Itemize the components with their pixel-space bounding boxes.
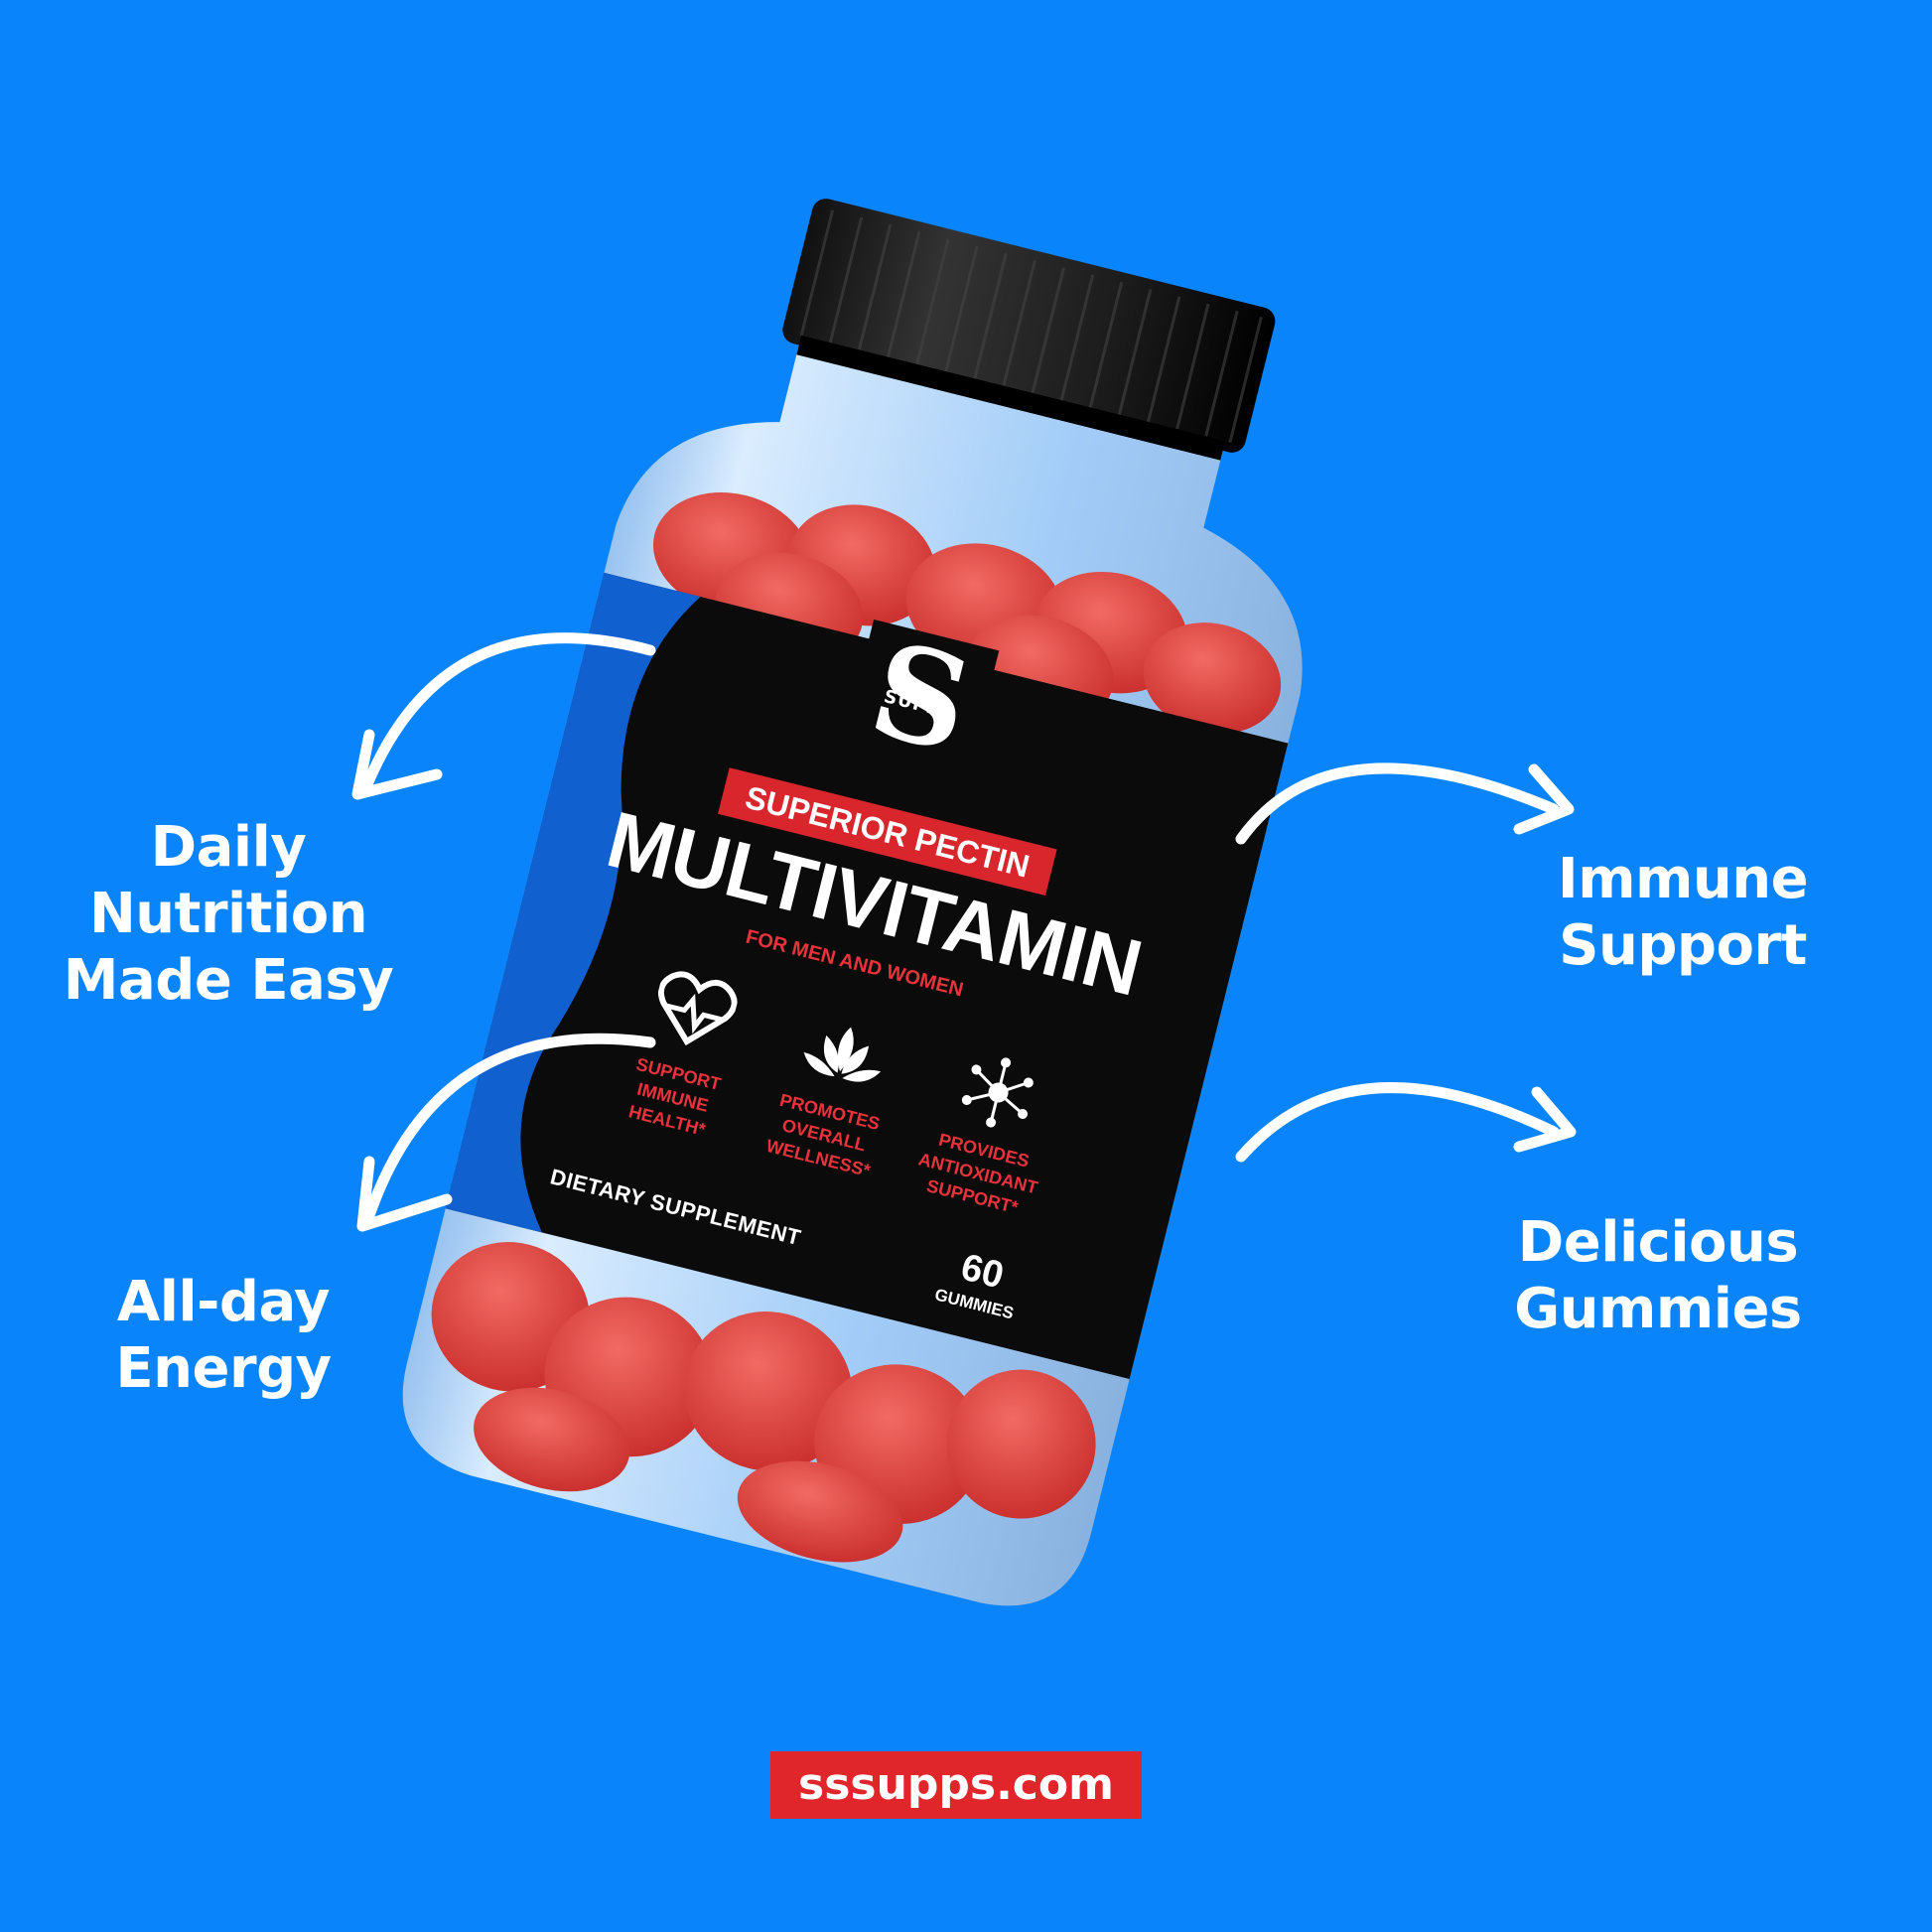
callout-line: Daily — [150, 815, 307, 880]
callout-line: All-day — [116, 1270, 331, 1334]
lotus-icon — [803, 1027, 882, 1082]
arrow-right-top — [1235, 762, 1575, 845]
callout-line: Made Easy — [63, 948, 394, 1014]
molecule-icon — [961, 1057, 1034, 1128]
supplement-bottle: S SUPPS SUPERIOR PECTIN MULTIVITAMIN FOR… — [299, 139, 1468, 1677]
website-url[interactable]: sssupps.com — [770, 1751, 1142, 1819]
gummies-bottom — [431, 1242, 1096, 1563]
bottle-label: S SUPPS SUPERIOR PECTIN MULTIVITAMIN FOR… — [299, 139, 1468, 1677]
callout-line: Immune — [1557, 847, 1809, 911]
heart-pulse-icon — [657, 971, 738, 1046]
callout-line: Nutrition — [88, 882, 368, 947]
bottle-graphic — [402, 199, 1303, 1606]
callout-daily-nutrition: Daily Nutrition Made Easy — [55, 814, 402, 1015]
callout-line: Energy — [115, 1336, 332, 1402]
callout-line: Support — [1559, 913, 1807, 979]
callout-line: Gummies — [1514, 1277, 1802, 1342]
callout-line: Delicious — [1517, 1210, 1799, 1275]
callout-energy: All-day Energy — [74, 1269, 372, 1402]
callout-immune-support: Immune Support — [1519, 846, 1847, 979]
arrow-left-bottom — [356, 1033, 656, 1232]
arrow-left-top — [351, 632, 656, 800]
callout-delicious-gummies: Delicious Gummies — [1494, 1209, 1822, 1342]
arrow-right-bottom — [1235, 1082, 1577, 1163]
